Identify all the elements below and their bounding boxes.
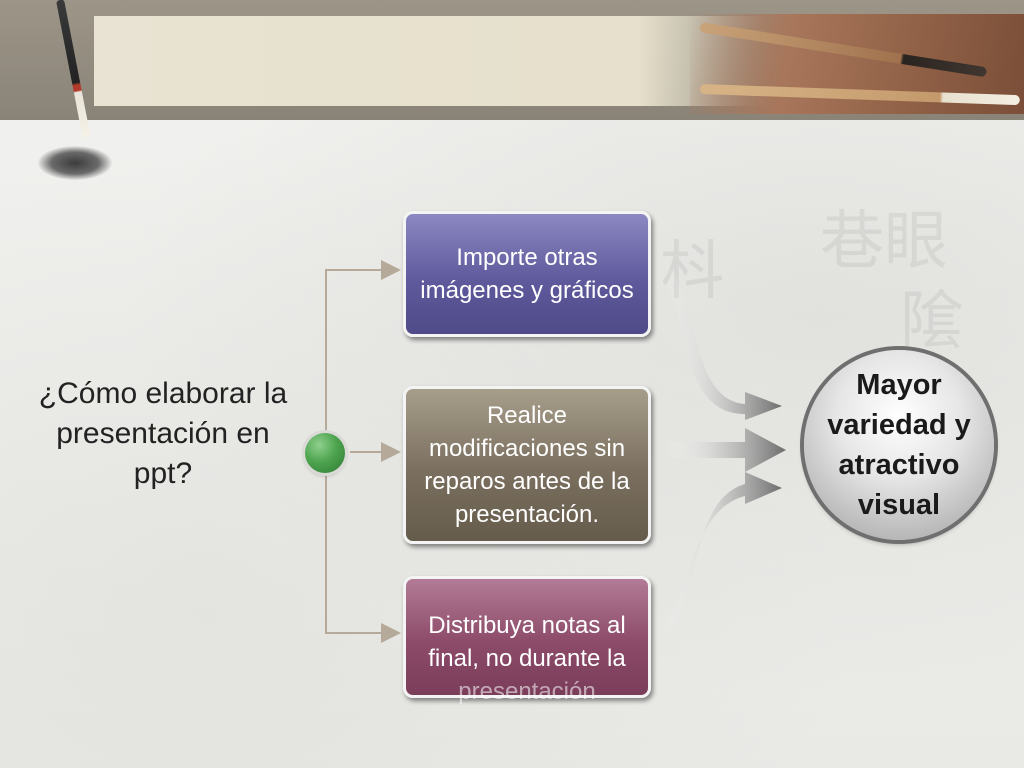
step-box-3-text: Distribuya notas al final, no durante la bbox=[428, 612, 626, 672]
ink-blot-icon bbox=[38, 146, 112, 180]
main-question: ¿Cómo elaborar la presentación en ppt? bbox=[38, 377, 288, 490]
step-box-3: Distribuya notas al final, no durante la… bbox=[403, 576, 651, 705]
result-circle: Mayor variedad y atractivo visual bbox=[804, 350, 994, 540]
merge-arrows bbox=[664, 260, 786, 640]
step-box-1: Importe otras imágenes y gráficos bbox=[403, 211, 651, 337]
step-box-1-text: Importe otras imágenes y gráficos bbox=[420, 244, 634, 304]
step-box-2-text: Realice modificaciones sin reparos antes… bbox=[424, 402, 630, 528]
step-box-2: Realice modificaciones sin reparos antes… bbox=[403, 386, 651, 544]
root-node-circle bbox=[305, 433, 345, 473]
result-text: Mayor variedad y atractivo visual bbox=[827, 369, 971, 521]
title-panel bbox=[94, 16, 774, 106]
bracket-connector bbox=[325, 260, 401, 643]
step-box-3-overflow-text: presentación bbox=[458, 678, 596, 705]
